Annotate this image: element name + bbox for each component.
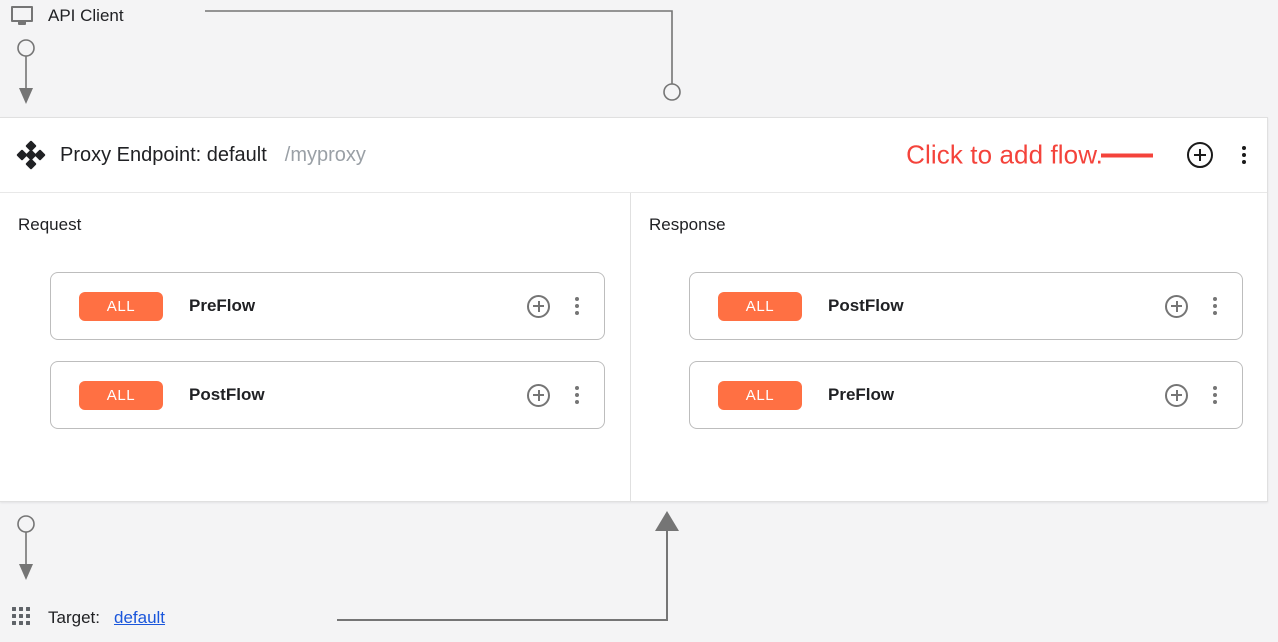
proxy-endpoint-kebab-menu-icon[interactable]	[1235, 143, 1253, 167]
flow-card-actions	[1165, 383, 1224, 407]
proxy-endpoint-path: /myproxy	[284, 143, 366, 166]
add-step-plus-icon[interactable]	[1165, 294, 1188, 318]
monitor-icon	[10, 4, 36, 28]
flow-card-actions	[1165, 294, 1224, 318]
target-endpoint-node[interactable]: Target: default	[12, 607, 165, 629]
add-step-plus-icon[interactable]	[1165, 383, 1188, 407]
add-step-plus-icon[interactable]	[527, 294, 550, 318]
flow-kebab-menu-icon[interactable]	[1206, 294, 1224, 318]
response-column: Response ALL PostFlow ALL	[631, 193, 1267, 502]
target-label: Target:	[48, 608, 100, 627]
flow-name-label: PreFlow	[189, 296, 256, 315]
proxy-endpoint-panel: Proxy Endpoint: default /myproxy Click t…	[0, 117, 1268, 502]
flow-name-label: PreFlow	[828, 385, 895, 404]
annotation-text: Click to add flow.	[906, 139, 1103, 170]
flow-name-label: PostFlow	[828, 296, 904, 315]
request-column-title: Request	[18, 215, 82, 234]
add-flow-annotation: Click to add flow.	[906, 140, 1153, 171]
flow-name-label: PostFlow	[189, 385, 265, 404]
flow-card-request-postflow[interactable]: ALL PostFlow	[50, 361, 605, 429]
flow-card-request-preflow[interactable]: ALL PreFlow	[50, 272, 605, 340]
request-column: Request ALL PreFlow ALL	[0, 193, 631, 502]
api-client-label: API Client	[48, 6, 124, 25]
grid-dots-icon	[12, 607, 34, 629]
add-step-plus-icon[interactable]	[527, 383, 550, 407]
flow-kebab-menu-icon[interactable]	[568, 294, 586, 318]
add-flow-plus-icon[interactable]	[1187, 142, 1213, 168]
flow-columns: Request ALL PreFlow ALL	[0, 193, 1267, 502]
flow-kebab-menu-icon[interactable]	[1206, 383, 1224, 407]
flow-card-actions	[527, 383, 586, 407]
api-client-node[interactable]: API Client	[10, 0, 124, 32]
response-column-title: Response	[649, 215, 726, 234]
flow-condition-badge: ALL	[718, 291, 802, 321]
target-default-link[interactable]: default	[113, 608, 166, 627]
flow-condition-badge: ALL	[79, 291, 163, 321]
proxy-endpoint-header: Proxy Endpoint: default /myproxy Click t…	[0, 118, 1267, 193]
request-flow-list: ALL PreFlow ALL PostFlow	[50, 272, 605, 450]
flow-card-response-postflow[interactable]: ALL PostFlow	[689, 272, 1243, 340]
response-flow-list: ALL PostFlow ALL PreFlow	[689, 272, 1243, 450]
proxy-endpoint-actions	[1187, 142, 1253, 168]
flow-kebab-menu-icon[interactable]	[568, 383, 586, 407]
flow-condition-badge: ALL	[718, 380, 802, 410]
annotation-pointer-line	[1101, 153, 1153, 157]
flow-condition-badge: ALL	[79, 380, 163, 410]
proxy-endpoint-title: Proxy Endpoint: default	[60, 143, 267, 166]
move-handle-icon[interactable]	[16, 140, 46, 170]
flow-card-response-preflow[interactable]: ALL PreFlow	[689, 361, 1243, 429]
flow-card-actions	[527, 294, 586, 318]
